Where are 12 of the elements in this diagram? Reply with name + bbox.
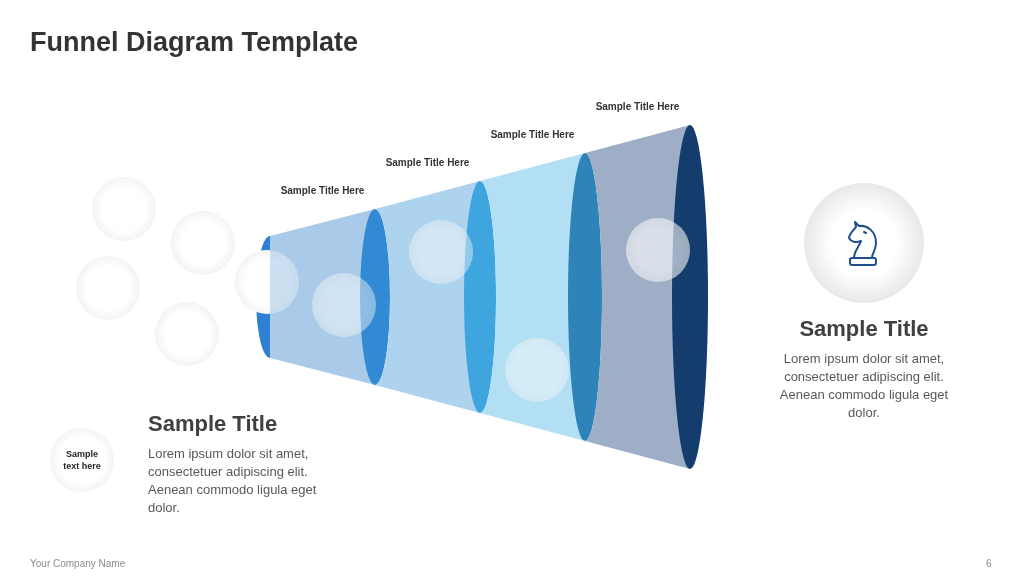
body-text: Lorem ipsum dolor sit amet, consectetuer adipiscing elit. Aenean commodo ligula eget dolor. <box>778 350 950 422</box>
segment-title: Sample Title Here <box>595 100 680 114</box>
slide-title: Funnel Diagram Template <box>30 26 359 58</box>
section-heading: Sample Title <box>148 411 279 437</box>
segment-title: Sample Title Here <box>490 128 575 142</box>
section-heading: Sample Title <box>798 316 930 342</box>
text-bubble: Sample text here <box>50 428 114 492</box>
page-number: 6 <box>986 557 992 570</box>
footer-text: Your Company Name <box>30 557 126 570</box>
body-text: Lorem ipsum dolor sit amet, consectetuer adipiscing elit. Aenean commodo ligula eget dolor. <box>148 445 318 517</box>
segment-title: Sample Title Here <box>280 184 365 198</box>
segment-title: Sample Title Here <box>385 156 470 170</box>
